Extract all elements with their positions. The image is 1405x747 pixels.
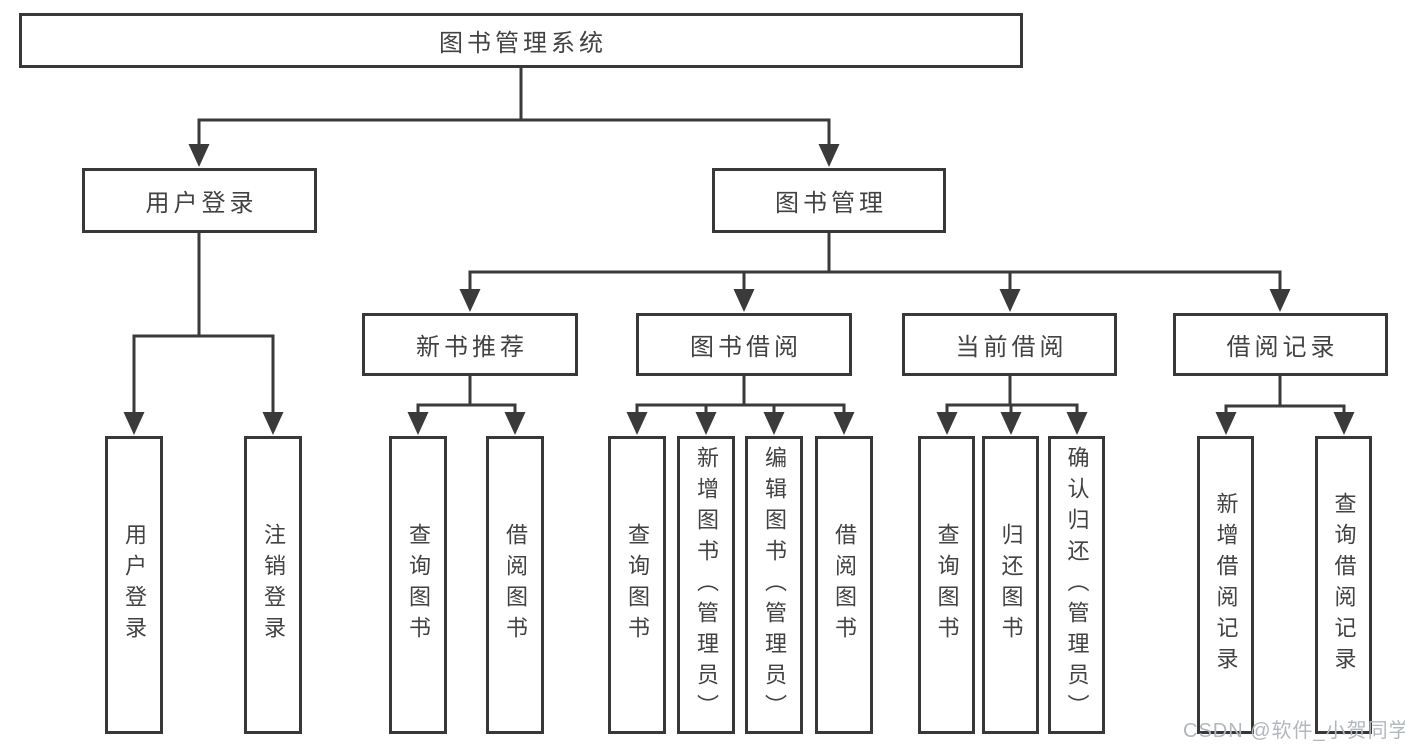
leaf-query-book-current: 查询图书 (918, 436, 975, 734)
leaf-query-book-current-label: 查询图书 (934, 523, 960, 647)
leaf-confirm-return-admin: 确认归还（管理员） (1048, 436, 1105, 734)
node-borrow-record: 借阅记录 (1173, 313, 1388, 376)
leaf-user-login: 用户登录 (105, 436, 163, 734)
leaf-add-borrow-record-label: 新增借阅记录 (1213, 492, 1239, 678)
leaf-add-book-admin-label: 新增图书（管理员） (694, 445, 719, 725)
node-current-borrow: 当前借阅 (902, 313, 1117, 376)
node-book-management-label: 图书管理 (775, 190, 887, 217)
leaf-return-book: 归还图书 (982, 436, 1039, 734)
node-borrow-record-label: 借阅记录 (1226, 334, 1339, 361)
leaf-query-book-borrow-label: 查询图书 (625, 523, 650, 647)
node-user-login-label: 用户登录 (145, 190, 258, 217)
leaf-query-book-recommend-label: 查询图书 (406, 523, 431, 647)
node-user-login: 用户登录 (82, 168, 317, 233)
leaf-borrow-book-recommend-label: 借阅图书 (503, 523, 528, 647)
leaf-borrow-book-recommend: 借阅图书 (486, 436, 544, 734)
leaf-query-borrow-record: 查询借阅记录 (1315, 436, 1372, 734)
node-book-management: 图书管理 (712, 168, 946, 233)
leaf-return-book-label: 归还图书 (998, 523, 1024, 647)
node-book-borrow-label: 图书借阅 (690, 334, 802, 361)
node-root-label: 图书管理系统 (439, 30, 607, 57)
leaf-borrow-book: 借阅图书 (815, 436, 873, 734)
leaf-user-login-label: 用户登录 (122, 523, 147, 647)
leaf-add-book-admin: 新增图书（管理员） (677, 436, 735, 734)
leaf-query-borrow-record-label: 查询借阅记录 (1331, 492, 1357, 678)
leaf-borrow-book-label: 借阅图书 (832, 523, 857, 647)
csdn-watermark: CSDN @软件_小贺同学 (1183, 720, 1405, 742)
node-new-book-recommend-label: 新书推荐 (416, 334, 528, 361)
leaf-logout-label: 注销登录 (261, 523, 286, 647)
leaf-add-borrow-record: 新增借阅记录 (1197, 436, 1254, 734)
node-current-borrow-label: 当前借阅 (955, 334, 1068, 361)
leaf-query-book-recommend: 查询图书 (389, 436, 447, 734)
leaf-query-book-borrow: 查询图书 (608, 436, 666, 734)
node-book-borrow: 图书借阅 (636, 313, 852, 376)
leaf-confirm-return-admin-label: 确认归还（管理员） (1064, 445, 1090, 725)
leaf-edit-book-admin-label: 编辑图书（管理员） (762, 445, 787, 725)
node-root-system: 图书管理系统 (19, 13, 1023, 68)
node-new-book-recommend: 新书推荐 (362, 313, 578, 376)
leaf-edit-book-admin: 编辑图书（管理员） (745, 436, 803, 734)
leaf-logout: 注销登录 (244, 436, 302, 734)
